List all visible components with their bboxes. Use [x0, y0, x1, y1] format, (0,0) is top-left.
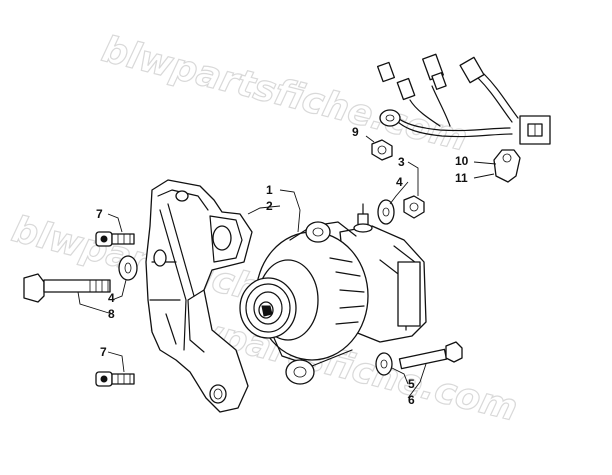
washer-bolt-lower-right [375, 341, 463, 376]
alternator-assembly [239, 203, 427, 385]
bolt-7-lower [95, 371, 135, 387]
leader-lines [77, 135, 497, 399]
callout-8: 8 [108, 307, 115, 321]
bolt-7-upper [95, 231, 135, 247]
callout-4-left: 4 [108, 291, 115, 305]
callout-7-upper: 7 [96, 207, 103, 221]
callout-4-upper: 4 [396, 175, 403, 189]
callout-6: 6 [408, 393, 415, 407]
washer-4-left [118, 255, 138, 281]
watermark-top: blwpartsfiche.com [98, 29, 472, 159]
callout-2: 2 [266, 199, 273, 213]
harness-clip [493, 149, 521, 183]
callout-5: 5 [408, 377, 415, 391]
callout-1: 1 [266, 183, 273, 197]
nut-9 [371, 139, 393, 161]
watermark-layer: blwpartsfiche.com blwpartsfiche.com blwp… [7, 28, 522, 430]
callout-10: 10 [455, 154, 469, 168]
callout-9: 9 [352, 125, 359, 139]
alternator-mounting-bracket [145, 179, 253, 413]
washer-nut-upper [377, 195, 425, 225]
callout-labels: 1 2 3 4 4 5 6 7 7 8 9 10 11 [96, 125, 469, 407]
wiring-harness [376, 53, 551, 145]
callout-7-lower: 7 [100, 345, 107, 359]
callout-3: 3 [398, 155, 405, 169]
callout-11: 11 [455, 171, 468, 185]
bolt-8 [23, 273, 111, 303]
